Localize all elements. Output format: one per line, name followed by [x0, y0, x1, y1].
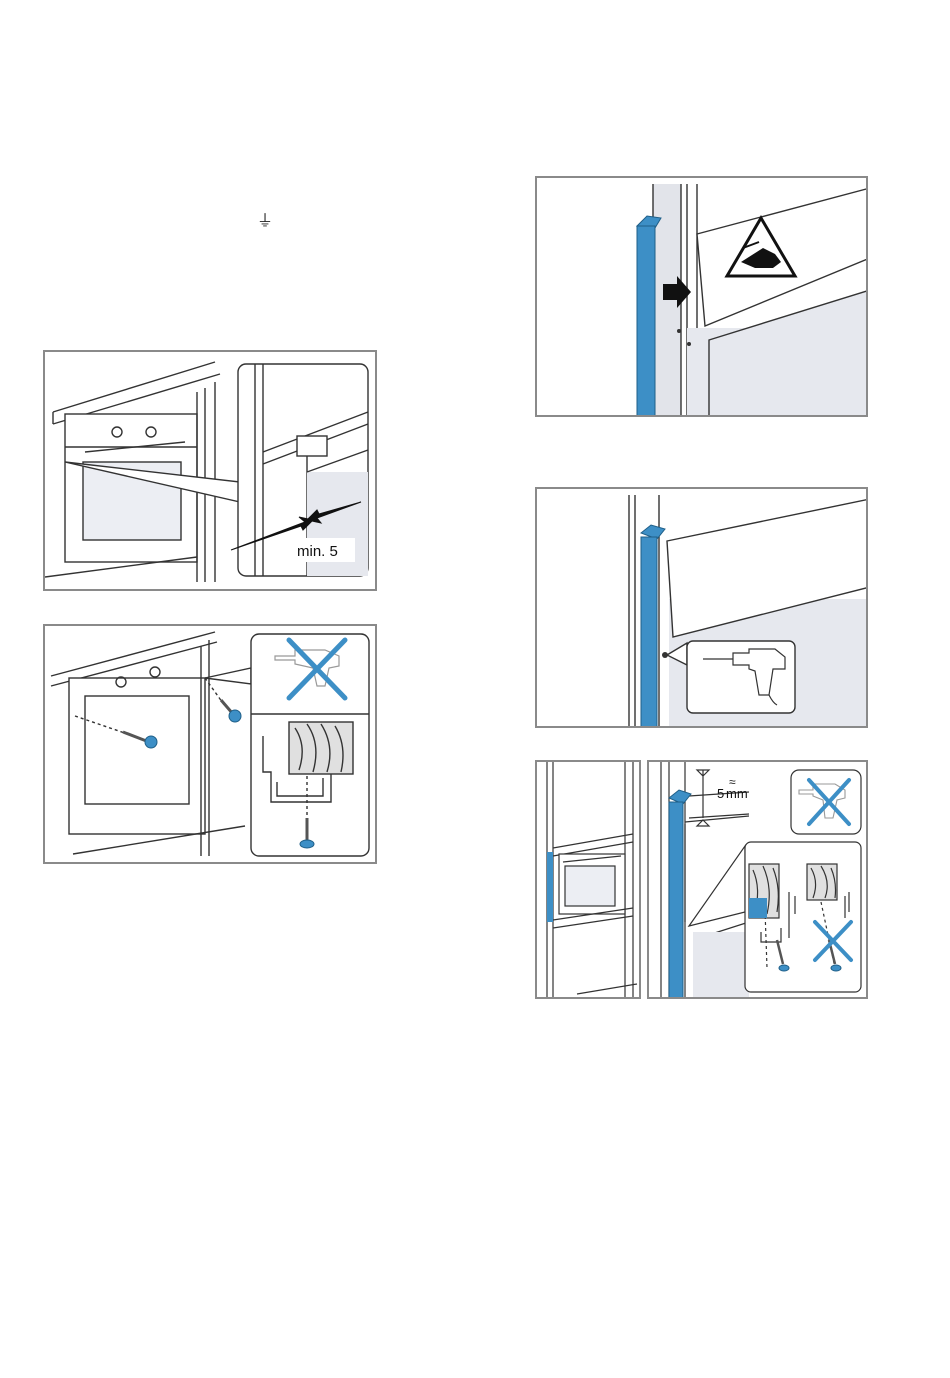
figure-strip-warning: [535, 176, 868, 417]
figure-strip-drill: [535, 487, 868, 728]
figure-oven-clearance: min. 5: [43, 350, 377, 591]
door-strip: [641, 525, 665, 728]
door-strip: [547, 852, 553, 922]
gap-value-label: 5: [717, 786, 724, 801]
figure-strip-gap: ≈ 5 mm: [647, 760, 868, 999]
ground-symbol: ⏚: [257, 207, 273, 231]
gap-unit-label: mm: [726, 786, 748, 801]
min-5-label: min. 5: [297, 543, 338, 560]
figure-cabinet-overview: [535, 760, 641, 999]
figure-oven-screws: [43, 624, 377, 864]
